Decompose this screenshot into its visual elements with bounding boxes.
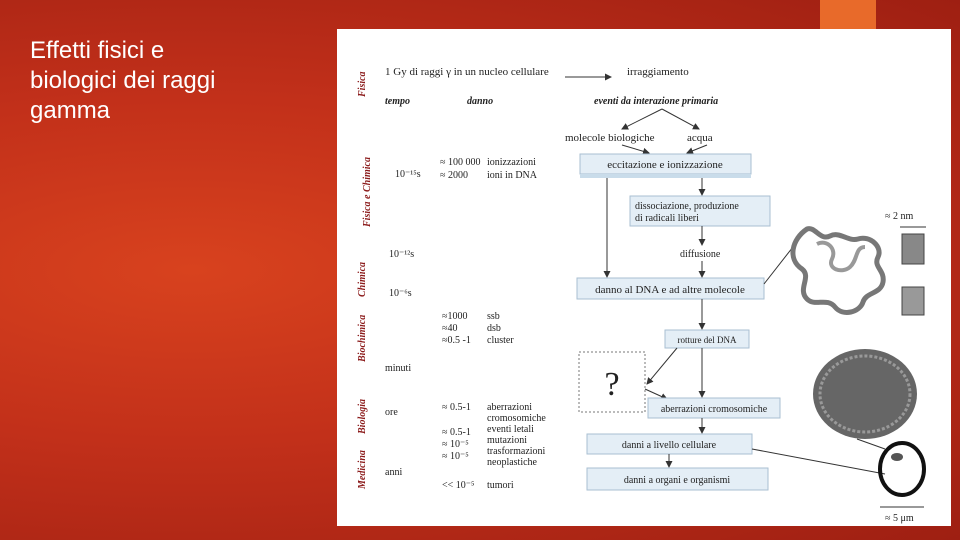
box-dissociation-line1: dissociazione, produzione xyxy=(635,201,739,212)
target-water: acqua xyxy=(687,132,713,144)
count-ssb-label: ssb xyxy=(487,311,500,322)
box-question-label: ? xyxy=(604,366,619,403)
slide-title: Effetti fisici e biologici dei raggi gam… xyxy=(30,36,320,126)
box-chromosome-aberrations-label: aberrazioni cromosomiche xyxy=(661,404,768,415)
time-anni: anni xyxy=(385,467,402,478)
count-transformations-label: trasformazioni xyxy=(487,446,546,457)
arrow-to-excitation-1 xyxy=(622,145,649,153)
side-label-chimica: Chimica xyxy=(357,262,368,297)
accent-bar xyxy=(820,0,876,30)
side-label-biologia: Biologia xyxy=(357,399,368,435)
cell-nucleus xyxy=(891,453,903,461)
count-neoplastic-label: neoplastiche xyxy=(487,457,538,468)
count-chromosomal-label: cromosomiche xyxy=(487,413,546,424)
count-lethal-label: eventi letali xyxy=(487,424,534,435)
box-dna-damage-label: danno al DNA e ad altre molecole xyxy=(595,284,745,296)
dna-zoom-bottom xyxy=(902,287,924,315)
box-cell-damage-label: danni a livello cellulare xyxy=(622,440,717,451)
time-1e-6: 10⁻⁶s xyxy=(389,288,412,299)
box-excitation-label: eccitazione e ionizzazione xyxy=(607,159,723,171)
count-cluster-value: ≈0.5 -1 xyxy=(442,335,471,346)
time-1e-12: 10⁻¹²s xyxy=(389,249,414,260)
title-line: gamma xyxy=(30,97,110,124)
box-dissociation-line2: di radicali liberi xyxy=(635,213,699,224)
connector-cell-to-nucleus xyxy=(752,449,885,474)
split-arrow-left xyxy=(622,109,662,129)
title-line: biologici dei raggi xyxy=(30,67,215,94)
count-aberrations-value: ≈ 0.5-1 xyxy=(442,402,471,413)
count-cluster-label: cluster xyxy=(487,335,514,346)
count-tumors-value: << 10⁻⁵ xyxy=(442,480,475,491)
header-danno: danno xyxy=(467,96,493,107)
scale-5um-label: ≈ 5 μm xyxy=(885,513,914,524)
header-eventi: eventi da interazione primaria xyxy=(594,96,718,107)
split-arrow-right xyxy=(662,109,699,129)
count-tumors-label: tumori xyxy=(487,480,514,491)
count-transformations-value: ≈ 10⁻⁵ xyxy=(442,451,469,462)
connector-nucleus-to-mass xyxy=(857,439,885,449)
header-tempo: tempo xyxy=(385,96,410,107)
count-ions-label: ioni in DNA xyxy=(487,170,538,181)
count-dsb-label: dsb xyxy=(487,323,501,334)
time-minuti: minuti xyxy=(385,363,411,374)
count-ionizations-value: ≈ 100 000 xyxy=(440,157,481,168)
time-ore: ore xyxy=(385,407,398,418)
count-ssb-value: ≈1000 xyxy=(442,311,468,322)
count-mutations-value: ≈ 10⁻⁵ xyxy=(442,439,469,450)
label-diffusion: diffusione xyxy=(680,249,721,260)
count-ions-value: ≈ 2000 xyxy=(440,170,468,181)
top-line-text: 1 Gy di raggi γ in un nucleo cellulare xyxy=(385,66,549,78)
box-dna-breaks-label: rotture del DNA xyxy=(678,335,737,345)
count-ionizations-label: ionizzazioni xyxy=(487,157,536,168)
count-mutations-label: mutazioni xyxy=(487,435,527,446)
title-line: Effetti fisici e xyxy=(30,37,164,64)
arrow-breaks-to-question xyxy=(647,348,677,384)
box-organ-damage-label: danni a organi e organismi xyxy=(624,475,730,486)
irradiation-label: irraggiamento xyxy=(627,66,689,78)
time-1e-15: 10⁻¹⁵s xyxy=(395,169,421,180)
box-excitation-shade xyxy=(580,174,751,178)
diagram-figure: Fisica Fisica e Chimica Chimica Biochimi… xyxy=(337,29,951,526)
side-label-medicina: Medicina xyxy=(357,450,368,490)
scale-2nm-label: ≈ 2 nm xyxy=(885,211,913,222)
count-dsb-value: ≈40 xyxy=(442,323,458,334)
count-lethal-value: ≈ 0.5-1 xyxy=(442,427,471,438)
side-label-fisica: Fisica xyxy=(357,71,368,98)
side-label-fisica-chimica: Fisica e Chimica xyxy=(362,157,373,228)
side-label-biochimica: Biochimica xyxy=(357,315,368,363)
count-aberrations-label: aberrazioni xyxy=(487,402,532,413)
chromatin-loop-inner xyxy=(817,243,865,271)
dna-zoom-top xyxy=(902,234,924,264)
chromatin-mass-illustration xyxy=(813,349,917,439)
arrow-to-excitation-2 xyxy=(687,145,707,153)
target-biomolecules: molecole biologiche xyxy=(565,132,655,144)
cell-outline xyxy=(880,443,924,495)
